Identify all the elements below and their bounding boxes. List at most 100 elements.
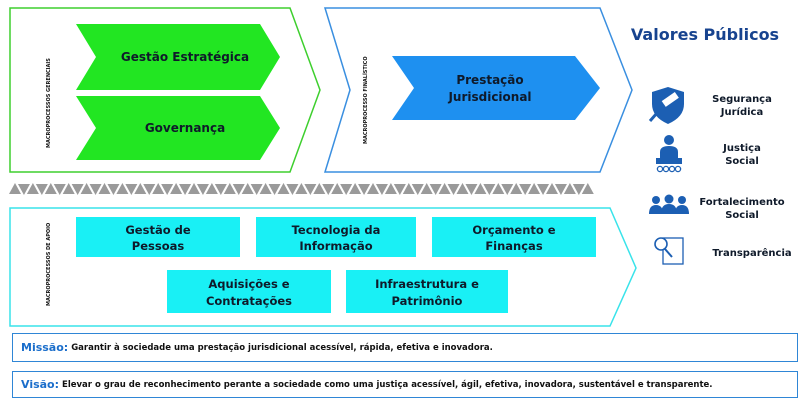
orcamento-financas-label-1: Orçamento e bbox=[472, 223, 555, 237]
missao-label: Missão: bbox=[21, 341, 69, 354]
triangle-up bbox=[546, 183, 558, 194]
triangle-up bbox=[188, 183, 200, 194]
aquisicoes-contratacoes-label-1: Aquisições e bbox=[208, 277, 289, 291]
triangle-up bbox=[438, 183, 451, 194]
triangle-down bbox=[196, 184, 209, 195]
triangle-down bbox=[375, 184, 388, 195]
triangle-down bbox=[572, 184, 585, 195]
triangle-up bbox=[402, 183, 415, 194]
valores-title: Valores Públicos bbox=[631, 25, 779, 44]
triangle-down bbox=[143, 184, 156, 195]
diagram-canvas: MACROPROCESSOS GERENCIAIS Gestão Estraté… bbox=[9, 7, 792, 327]
triangle-down bbox=[304, 184, 317, 195]
visao-bar: Visão: Elevar o grau de reconhecimento p… bbox=[12, 371, 798, 398]
triangle-up bbox=[420, 183, 433, 194]
gestao-pessoas-label-2: Pessoas bbox=[132, 239, 185, 253]
fortalecimento-social-label-1: Fortalecimento bbox=[699, 197, 784, 208]
infraestrutura-patrimonio-label-1: Infraestrutura e bbox=[375, 277, 479, 291]
visao-text: Elevar o grau de reconhecimento perante … bbox=[62, 379, 713, 390]
triangle-down bbox=[322, 184, 335, 195]
missao-bar: Missão: Garantir à sociedade uma prestaç… bbox=[12, 333, 798, 362]
gestao-estrategica-shape bbox=[76, 24, 280, 90]
triangle-up bbox=[205, 183, 218, 194]
triangle-up bbox=[492, 183, 505, 194]
orcamento-financas-box bbox=[432, 217, 596, 257]
triangle-down bbox=[89, 184, 102, 195]
triangle-down bbox=[71, 184, 84, 195]
triangle-up bbox=[259, 183, 272, 194]
triangle-down bbox=[465, 184, 478, 195]
triangle-down bbox=[250, 184, 263, 195]
triangle-up bbox=[170, 183, 183, 194]
triangle-row bbox=[9, 183, 594, 195]
triangle-up bbox=[456, 183, 469, 194]
triangle-down bbox=[35, 184, 48, 195]
triangle-up bbox=[26, 183, 39, 194]
triangle-up bbox=[223, 183, 236, 194]
aquisicoes-contratacoes-box bbox=[167, 270, 331, 313]
triangle-down bbox=[53, 184, 66, 195]
aquisicoes-contratacoes-label-2: Contratações bbox=[206, 294, 292, 308]
gestao-pessoas-box bbox=[76, 217, 240, 257]
triangle-up bbox=[331, 183, 344, 194]
triangle-down bbox=[537, 184, 550, 195]
triangle-up bbox=[563, 183, 576, 194]
triangle-up bbox=[152, 183, 165, 194]
infraestrutura-patrimonio-label-2: Patrimônio bbox=[392, 294, 463, 308]
triangle-down bbox=[125, 184, 138, 195]
triangle-down bbox=[286, 184, 299, 195]
fortalecimento-social-label-2: Social bbox=[725, 210, 759, 221]
triangle-down bbox=[214, 184, 227, 195]
missao-text: Garantir à sociedade uma prestação juris… bbox=[71, 342, 493, 353]
governanca-label: Governança bbox=[145, 121, 225, 135]
triangle-up bbox=[62, 183, 75, 194]
people-group-icon bbox=[649, 194, 689, 214]
triangle-down bbox=[161, 184, 174, 195]
triangle-down bbox=[232, 184, 245, 195]
triangle-up bbox=[44, 183, 57, 194]
magnifier-document-icon bbox=[654, 237, 684, 265]
triangle-up bbox=[581, 183, 594, 194]
gavel-shield-icon bbox=[648, 87, 684, 124]
triangle-up bbox=[295, 183, 308, 194]
prestacao-jurisdicional-label-1: Prestação bbox=[456, 73, 523, 87]
triangle-up bbox=[98, 183, 111, 194]
governanca-shape bbox=[76, 96, 280, 160]
triangle-down bbox=[268, 184, 281, 195]
tecnologia-informacao-label-1: Tecnologia da bbox=[292, 223, 381, 237]
triangle-up bbox=[241, 183, 254, 194]
prestacao-jurisdicional-label-2: Jurisdicional bbox=[447, 90, 531, 104]
triangle-down bbox=[483, 184, 496, 195]
triangle-up bbox=[474, 183, 487, 194]
tecnologia-informacao-box bbox=[256, 217, 416, 257]
seguranca-juridica-label-2: Jurídica bbox=[720, 106, 763, 118]
tecnologia-informacao-label-2: Informação bbox=[299, 239, 372, 253]
triangle-down bbox=[179, 184, 192, 195]
gerenciais-label: MACROPROCESSOS GERENCIAIS bbox=[46, 58, 52, 148]
triangle-down bbox=[358, 184, 371, 195]
triangle-up bbox=[134, 183, 147, 194]
person-podium-icon bbox=[656, 135, 682, 173]
infraestrutura-patrimonio-box bbox=[346, 270, 508, 313]
triangle-up bbox=[384, 183, 397, 194]
justica-social-label-2: Social bbox=[725, 156, 759, 167]
triangle-down bbox=[340, 184, 353, 195]
orcamento-financas-label-2: Finanças bbox=[485, 239, 543, 253]
gestao-estrategica-label: Gestão Estratégica bbox=[121, 50, 249, 64]
triangle-up bbox=[349, 183, 362, 194]
triangle-down bbox=[393, 184, 406, 195]
apoio-label: MACROPROCESSOS DE APOIO bbox=[46, 223, 52, 306]
triangle-up bbox=[367, 183, 379, 194]
triangle-up bbox=[313, 183, 326, 194]
triangle-up bbox=[9, 183, 21, 194]
triangle-down bbox=[554, 184, 567, 195]
prestacao-jurisdicional-shape bbox=[392, 56, 600, 120]
triangle-down bbox=[17, 184, 30, 195]
triangle-down bbox=[501, 184, 514, 195]
visao-label: Visão: bbox=[21, 378, 60, 391]
gestao-pessoas-label-1: Gestão de bbox=[125, 223, 190, 237]
seguranca-juridica-label-1: Segurança bbox=[712, 94, 772, 105]
triangle-up bbox=[277, 183, 290, 194]
triangle-up bbox=[510, 183, 523, 194]
